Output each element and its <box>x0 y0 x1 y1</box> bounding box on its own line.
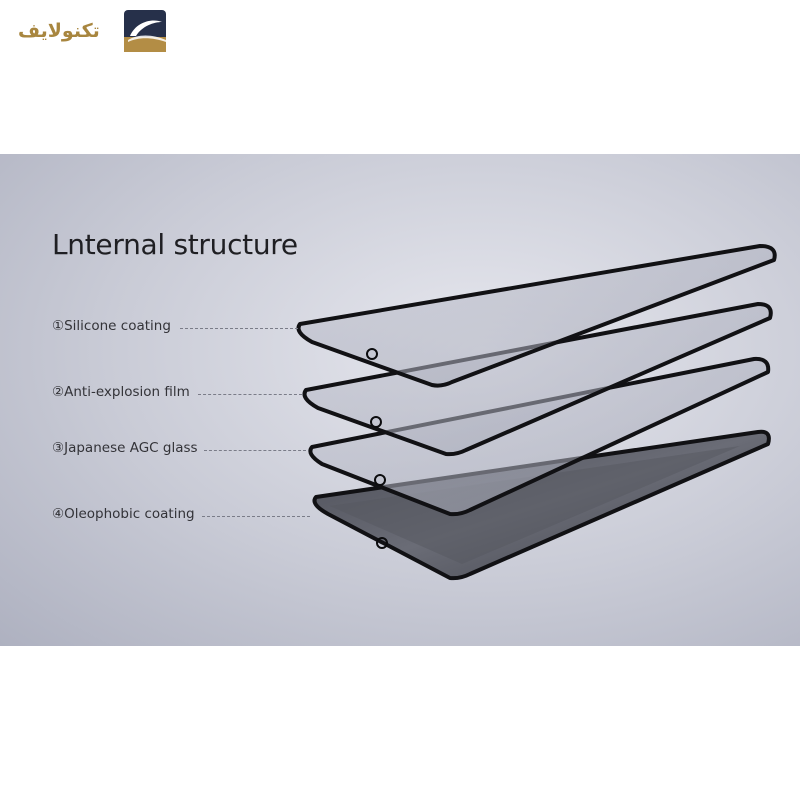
layer-silicone-panel <box>296 244 777 388</box>
leader-line-3 <box>204 450 306 451</box>
leader-line-2 <box>198 394 302 395</box>
layer-label-3: ③Japanese AGC glass <box>52 440 198 456</box>
leader-line-1 <box>180 328 298 329</box>
layer-text-1: Silicone coating <box>64 318 171 334</box>
layer-stack-illustration <box>296 244 777 581</box>
layer-label-4: ④Oleophobic coating <box>52 506 195 522</box>
layer-number-1: ① <box>52 318 65 334</box>
leader-line-4 <box>202 516 310 517</box>
layer-label-1: ①Silicone coating <box>52 318 171 334</box>
brand-logo-icon <box>124 10 166 52</box>
layer-anti-explosion-panel <box>302 302 773 457</box>
product-banner: Lnternal structure <box>0 154 800 646</box>
layer-agc-glass-panel <box>308 356 771 517</box>
layer-text-4: Oleophobic coating <box>64 506 195 522</box>
banner-title: Lnternal structure <box>52 228 298 261</box>
layer-number-3: ③ <box>52 440 65 456</box>
layer-number-4: ④ <box>52 506 65 522</box>
layer-text-3: Japanese AGC glass <box>64 440 198 456</box>
layer-text-2: Anti-explosion film <box>64 384 190 400</box>
brand-name: تکنولایف <box>18 20 100 42</box>
layer-number-2: ② <box>52 384 65 400</box>
layer-oleophobic-panel <box>312 429 771 581</box>
layer-label-2: ②Anti-explosion film <box>52 384 190 400</box>
brand-logo[interactable]: تکنولایف <box>18 10 166 54</box>
